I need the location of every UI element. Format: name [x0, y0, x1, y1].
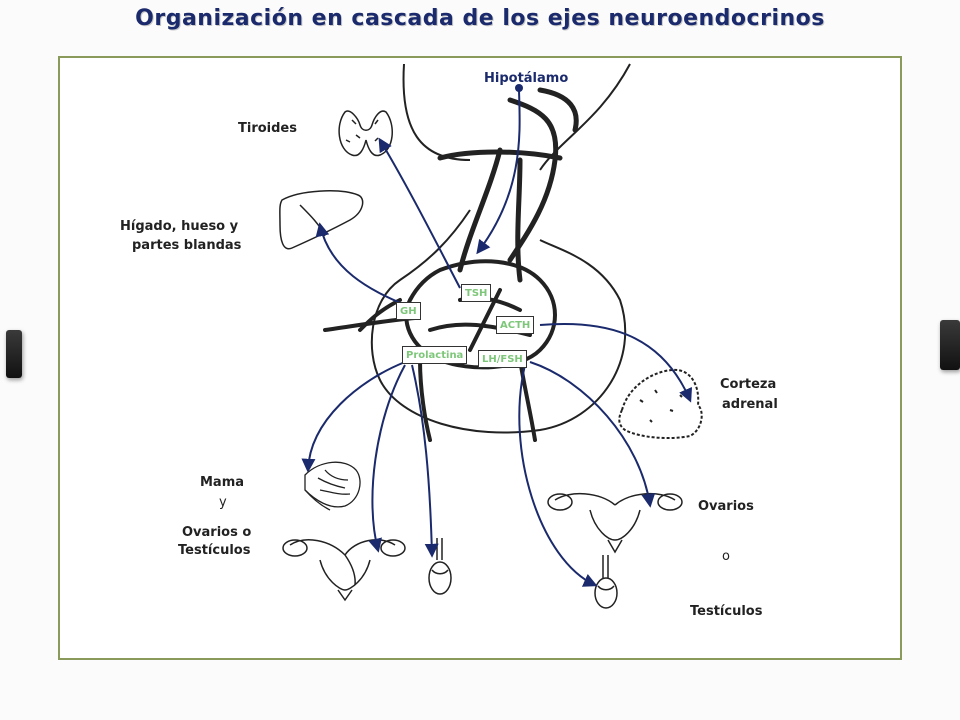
testis-right-drawing [594, 555, 618, 609]
liver-drawing [279, 190, 364, 250]
label-or: o [722, 549, 730, 564]
arrow-acth-adrenal [539, 322, 693, 403]
arrow-prolactin-testis [411, 364, 439, 558]
thyroid-drawing [338, 110, 393, 157]
pin-right [940, 320, 960, 370]
hormone-gh: GH [396, 302, 421, 320]
adrenal-drawing [618, 368, 703, 439]
arrow-gh-liver [315, 222, 406, 306]
label-and: y [219, 495, 227, 510]
hypothalamus-vessels [437, 87, 579, 283]
head-outline [370, 63, 631, 434]
arrow-lhfsh-uterus [529, 361, 656, 508]
hormone-arrows [301, 89, 693, 587]
breast-drawing [304, 461, 361, 511]
label-breast: Mama [200, 475, 245, 490]
hormone-acth: ACTH [496, 316, 535, 334]
label-liver-2: partes blandas [132, 238, 242, 253]
uterus-left-drawing [282, 539, 406, 602]
arrow-prolactin-breast [301, 361, 406, 473]
label-ovaries-testes-1: Ovarios o [182, 525, 252, 540]
hypothalamus-dot [515, 84, 523, 92]
hormone-prolactin: Prolactina [402, 346, 468, 364]
arrow-lhfsh-testis [518, 364, 598, 587]
arrow-tsh-thyroid [378, 137, 461, 289]
label-thyroid: Tiroides [238, 121, 297, 136]
arrow-prolactin-uterus [368, 364, 406, 553]
label-testes: Testículos [690, 604, 763, 619]
label-ovaries: Ovarios [698, 499, 754, 514]
pin-left [6, 330, 22, 378]
label-adrenal-1: Corteza [720, 377, 777, 392]
label-liver-1: Hígado, hueso y [120, 219, 239, 234]
label-ovaries-testes-2: Testículos [178, 543, 251, 558]
hormone-tsh: TSH [461, 284, 492, 302]
hormone-lhfsh: LH/FSH [478, 350, 527, 368]
slide-title: Organización en cascada de los ejes neur… [135, 6, 825, 31]
uterus-right-drawing [547, 492, 683, 554]
label-adrenal-2: adrenal [722, 397, 778, 412]
arrow-hypothalamus-pituitary [476, 89, 521, 255]
label-hypothalamus: Hipotálamo [484, 71, 569, 86]
